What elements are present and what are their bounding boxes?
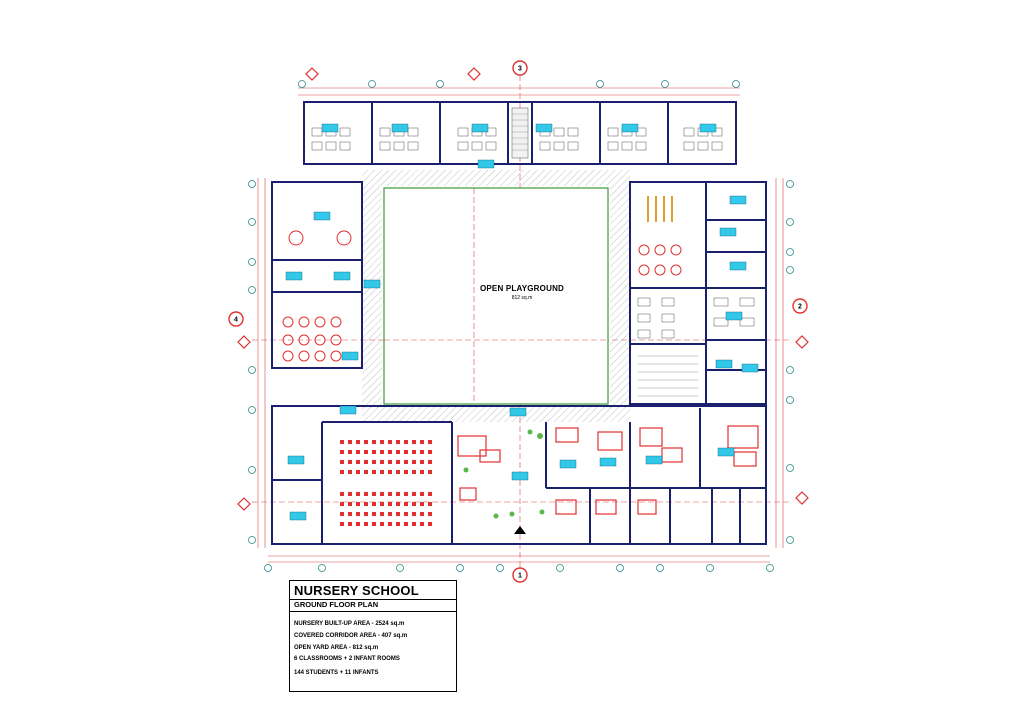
grid-marker-bottom-label: 1: [518, 573, 522, 580]
title-block-line: OPEN YARD AREA - 812 sq.m: [294, 645, 379, 651]
right-wing-benches: [647, 196, 673, 222]
covered-corridor: [362, 170, 630, 422]
grid-marker-left: [228, 311, 244, 327]
title-block-rule: [290, 611, 456, 612]
hall-seating: [340, 440, 432, 526]
title-block-line: 144 STUDENTS + 11 INFANTS: [294, 670, 379, 676]
grid-bubbles: [248, 80, 794, 572]
playground-area: 812 sq.m: [511, 295, 533, 301]
left-wing-furniture: [282, 230, 352, 362]
grid-marker-right: [792, 298, 808, 314]
office-furniture: [457, 425, 759, 515]
title-block-subtitle: GROUND FLOOR PLAN: [294, 600, 379, 609]
title-block-rule: [290, 599, 456, 600]
entrance-arrow: [514, 526, 526, 534]
title-block-line: COVERED CORRIDOR AREA - 407 sq.m: [294, 633, 408, 639]
title-block-line: NURSERY BUILT-UP AREA - 2524 sq.m: [294, 621, 405, 627]
title-block: NURSERY SCHOOL GROUND FLOOR PLAN NURSERY…: [289, 580, 457, 692]
title-block-line: 6 CLASSROOMS + 2 INFANT ROOMS: [294, 656, 400, 662]
room-tags: [285, 123, 759, 521]
plants: [463, 429, 545, 519]
section-markers: [237, 67, 809, 511]
right-wing-furniture: [638, 244, 682, 276]
open-playground: [383, 187, 609, 405]
grid-marker-right-label: 2: [798, 304, 802, 311]
grid-marker-left-label: 4: [234, 317, 238, 324]
grid-marker-bottom: [512, 567, 528, 583]
staircase-steps: [512, 113, 528, 151]
right-wing-tables: [637, 297, 755, 339]
title-block-title: NURSERY SCHOOL: [294, 583, 419, 598]
playground-title: OPEN PLAYGROUND: [479, 284, 565, 293]
classroom-desks: [311, 107, 723, 159]
right-wing-rows: [638, 355, 698, 397]
building-walls: [271, 101, 767, 545]
grid-marker-top: [512, 60, 528, 76]
grid-marker-top-label: 3: [518, 66, 522, 73]
